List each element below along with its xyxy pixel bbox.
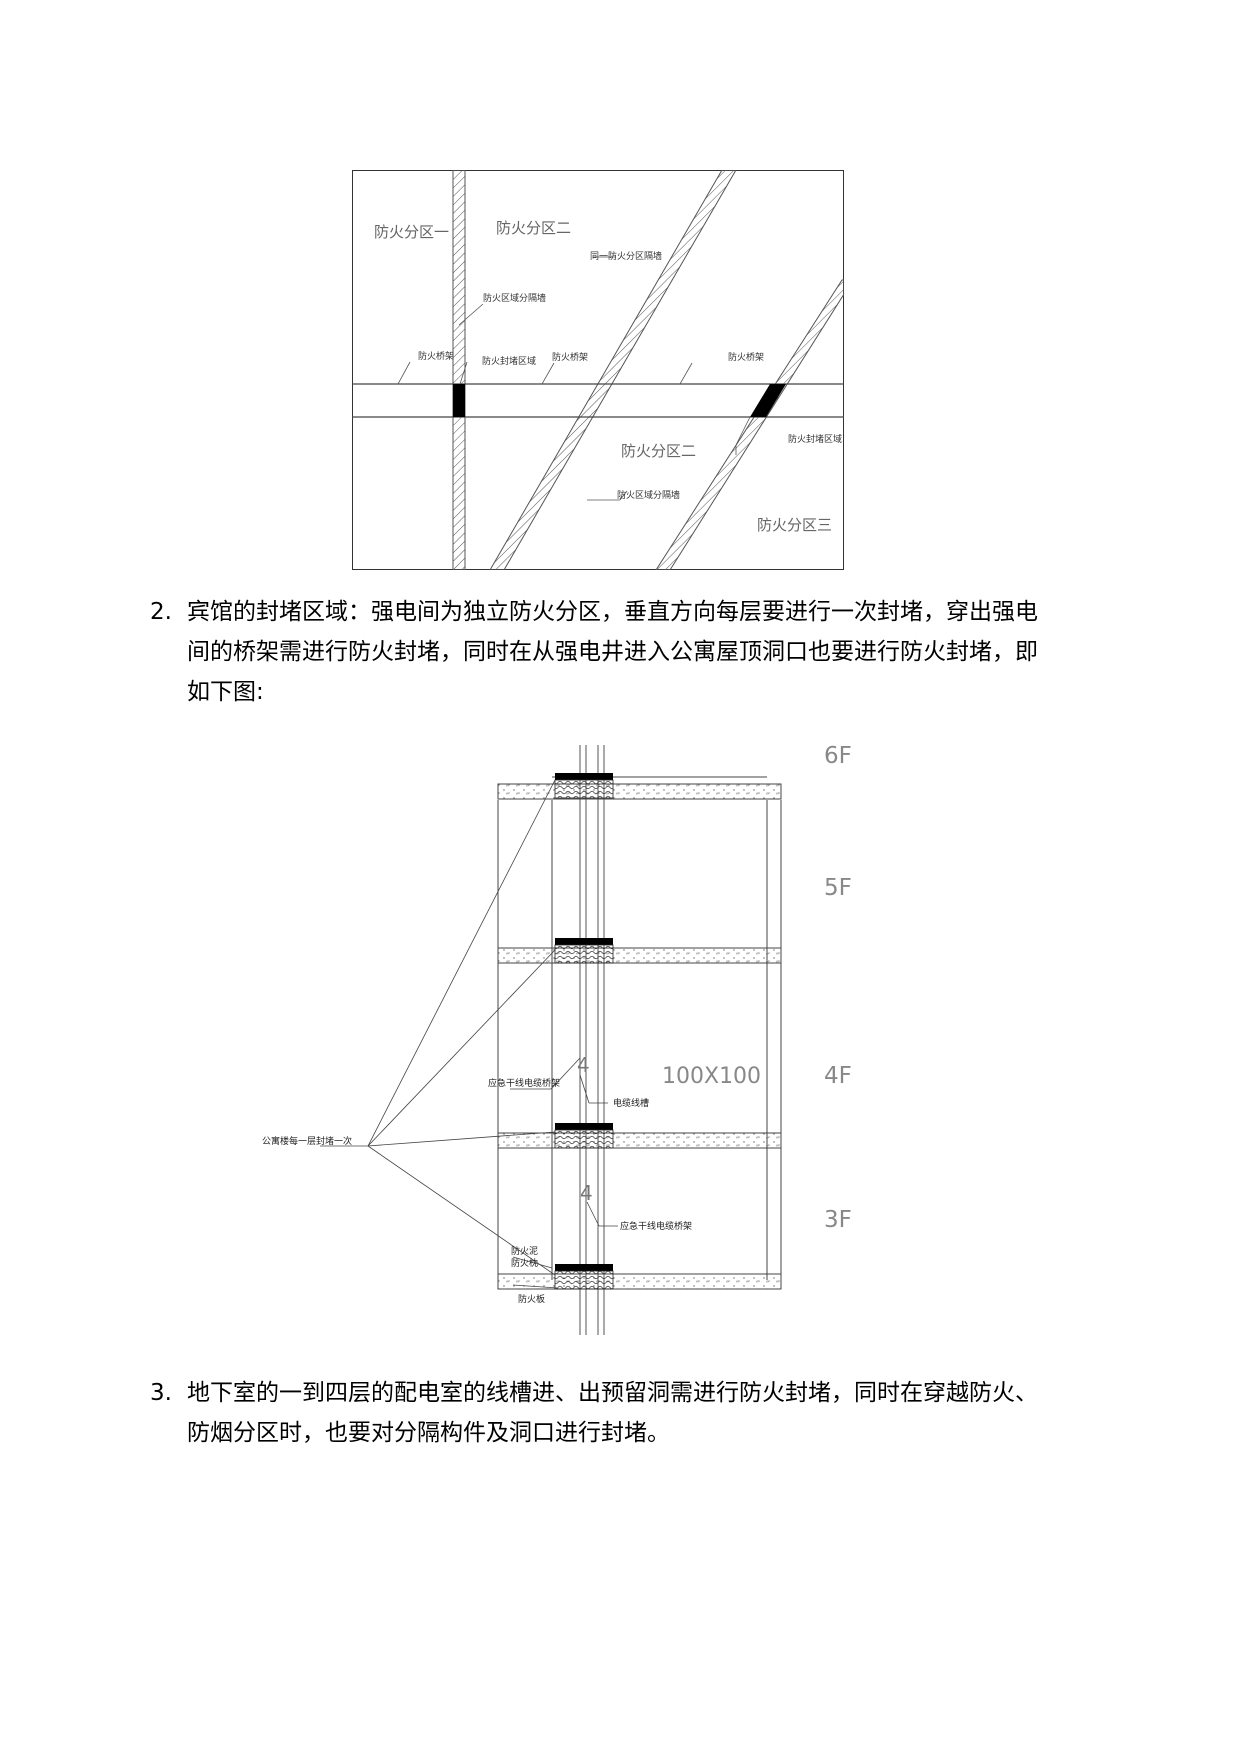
seal-5f (554, 938, 614, 964)
paragraph-2: 2. 宾馆的封堵区域：强电间为独立防火分区，垂直方向每层要进行一次封堵，穿出强电… (150, 592, 1130, 712)
floor-slabs (497, 783, 782, 1290)
seal-blocks (554, 773, 614, 1290)
floor-label-3f: 3F (824, 1207, 852, 1233)
plan-frame (352, 170, 844, 570)
building-walls (497, 776, 782, 1280)
leader-lines (397, 256, 751, 501)
paragraph-3-line-2: 防烟分区时，也要对分隔构件及洞口进行封堵。 (187, 1420, 670, 1446)
seal-block-left (453, 384, 465, 417)
tray-left-label: 防火桥架 (418, 350, 454, 362)
emergency-tray-lower-label: 应急干线电缆桥架 (620, 1220, 692, 1232)
vertical-zone-wall (452, 170, 466, 570)
zone-3-label: 防火分区三 (757, 516, 832, 534)
floor-label-4f: 4F (824, 1063, 852, 1089)
zone-wall-top-label: 防火区域分隔墙 (483, 292, 546, 304)
seal-6f (554, 773, 614, 799)
paragraph-2-number: 2. (150, 599, 172, 625)
seal-left-label: 防火封堵区域 (482, 355, 536, 367)
zone-2-mid-label: 防火分区二 (621, 442, 696, 460)
seal-each-floor-label: 公寓楼每一层封堵一次 (262, 1135, 352, 1147)
paragraph-3-number: 3. (150, 1380, 172, 1406)
paragraph-3: 3. 地下室的一到四层的配电室的线槽进、出预留洞需进行防火封堵，同时在穿越防火、… (150, 1373, 1130, 1453)
fire-zone-plan-diagram: 防火分区一 防火分区二 同一防火分区隔墙 防火区域分隔墙 防火桥架 防火封堵区域… (352, 170, 844, 570)
emergency-tray-upper-label: 应急干线电缆桥架 (488, 1077, 560, 1089)
mark-lower: 4 (580, 1181, 593, 1205)
same-zone-wall-label: 同一防火分区隔墙 (590, 250, 662, 262)
seal-right-label: 防火封堵区域 (788, 433, 842, 445)
callout-leaders (320, 779, 618, 1289)
mark-upper: 4 (577, 1053, 590, 1077)
slab-5f (497, 947, 782, 964)
fire-pack-label: 防火枕 (511, 1257, 538, 1269)
vertical-shaft-sealing-diagram: 6F 5F 4F 3F 100X100 4 4 应急干线电缆桥架 电缆线槽 公寓… (262, 743, 852, 1335)
shaft-lines (579, 745, 605, 1335)
seal-4f (554, 1123, 614, 1149)
paragraph-2-line-1: 宾馆的封堵区域：强电间为独立防火分区，垂直方向每层要进行一次封堵，穿出强电 (187, 599, 1038, 625)
fire-mud-label: 防火泥 (511, 1245, 538, 1257)
tray-right-label: 防火桥架 (728, 351, 764, 363)
paragraph-2-line-2: 间的桥架需进行防火封堵，同时在从强电井进入公寓屋顶洞口也要进行防火封堵，即 (187, 639, 1038, 665)
floor-label-5f: 5F (824, 875, 852, 901)
floor-label-6f: 6F (824, 743, 852, 769)
paragraph-3-line-1: 地下室的一到四层的配电室的线槽进、出预留洞需进行防火封堵，同时在穿越防火、 (187, 1380, 1038, 1406)
diagonal-zone-wall-1 (489, 170, 737, 570)
size-label: 100X100 (662, 1064, 761, 1089)
diagonal-zone-wall-2 (655, 279, 844, 570)
slab-4f (497, 1132, 782, 1149)
slab-6f (497, 783, 782, 800)
cable-trunk-label: 电缆线槽 (613, 1097, 649, 1109)
paragraph-2-line-3: 如下图: (187, 679, 264, 705)
seal-3f (554, 1264, 614, 1290)
zone-1-label: 防火分区一 (374, 223, 449, 241)
fire-board-label: 防火板 (518, 1293, 545, 1305)
zone-2-top-label: 防火分区二 (496, 219, 571, 237)
tray-mid-label: 防火桥架 (552, 351, 588, 363)
zone-wall-bottom-label: 防火区域分隔墙 (617, 489, 680, 501)
seal-block-right (750, 384, 786, 417)
